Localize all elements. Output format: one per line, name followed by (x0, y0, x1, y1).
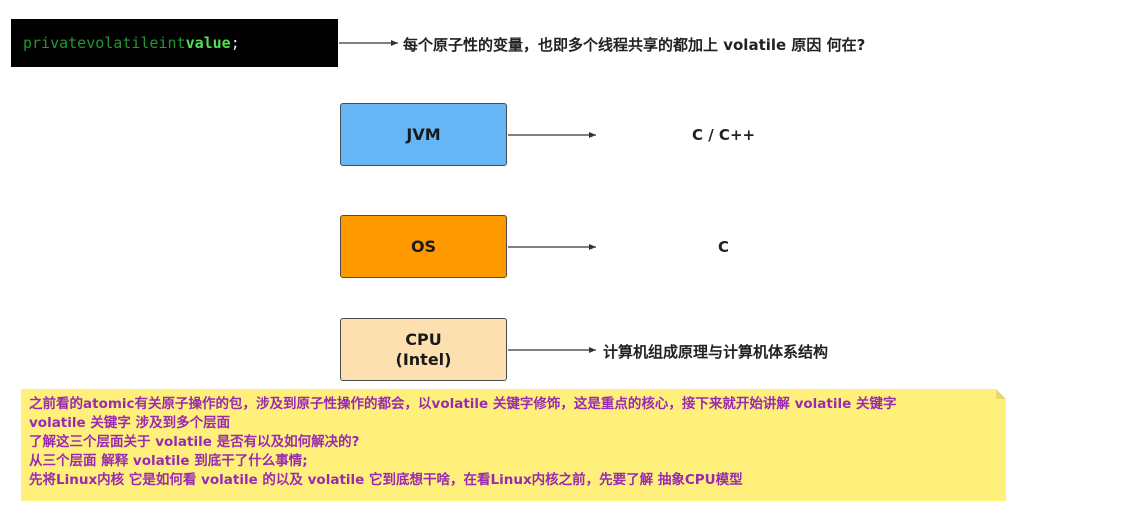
code-keyword-private: private (23, 34, 87, 52)
note-fold-corner (996, 389, 1006, 399)
layer-name-jvm: JVM (406, 124, 441, 144)
sticky-note: 之前看的atomic有关原子操作的包，涉及到原子性操作的都会，以volatile… (21, 389, 1006, 501)
note-line: 了解这三个层面关于 volatile 是否有以及如何解决的? (29, 434, 360, 450)
layer-box-cpu: CPU (Intel) (340, 318, 507, 381)
code-keyword-int: int (158, 34, 186, 52)
question-label: 每个原子性的变量，也即多个线程共享的都加上 volatile 原因 何在? (403, 36, 866, 54)
note-line: 从三个层面 解释 volatile 到底干了什么事情; (29, 453, 308, 469)
code-keyword-volatile: volatile (86, 34, 159, 52)
layer-subname-cpu: (Intel) (395, 349, 452, 369)
note-line: 之前看的atomic有关原子操作的包，涉及到原子性操作的都会，以volatile… (29, 396, 897, 412)
code-identifier: value (185, 34, 231, 52)
note-line: 先将Linux内核 它是如何看 volatile 的以及 volatile 它到… (29, 472, 743, 488)
code-terminator: ; (230, 34, 240, 52)
layer-box-os: OS (340, 215, 507, 278)
layer-tech-cpu: 计算机组成原理与计算机体系结构 (603, 343, 829, 361)
note-line: volatile 关键字 涉及到多个层面 (29, 415, 231, 431)
layer-box-jvm: JVM (340, 103, 507, 166)
layer-name-cpu: CPU (405, 329, 442, 349)
layer-name-os: OS (410, 236, 437, 256)
layer-tech-jvm: C / C++ (692, 126, 756, 144)
layer-tech-os: C (718, 238, 730, 256)
code-snippet: private volatile int value; (11, 19, 338, 67)
